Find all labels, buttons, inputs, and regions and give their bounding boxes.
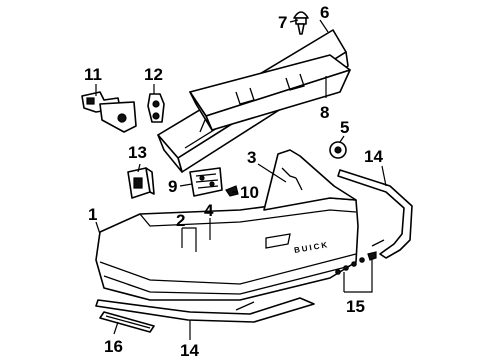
push-pin-retainer — [293, 11, 309, 35]
callout-4: 4 — [204, 201, 214, 220]
guide-bracket — [127, 167, 155, 199]
callout-5: 5 — [340, 118, 350, 137]
callout-15: 15 — [346, 297, 365, 316]
callout-16: 16 — [104, 337, 123, 356]
callout-13: 13 — [128, 143, 147, 162]
mounting-bracket-12 — [147, 93, 165, 123]
grommet — [329, 141, 347, 159]
callout-1: 1 — [88, 205, 98, 224]
lower-reflector — [99, 311, 155, 333]
fastener-kit — [335, 251, 377, 275]
callout-10: 10 — [240, 183, 259, 202]
callout-6: 6 — [320, 3, 330, 22]
leader-lines — [95, 19, 387, 340]
callout-7: 7 — [278, 13, 288, 32]
callout-12: 12 — [144, 65, 163, 84]
license-bracket — [189, 167, 223, 197]
side-molding-upper — [337, 169, 413, 259]
callout-14-lower: 14 — [180, 341, 199, 360]
callout-8: 8 — [320, 103, 330, 122]
clip — [225, 185, 239, 197]
callout-3: 3 — [247, 148, 257, 167]
lower-molding — [95, 297, 315, 323]
callout-2: 2 — [176, 211, 186, 230]
callout-11: 11 — [84, 65, 102, 84]
energy-absorber — [189, 54, 351, 131]
callout-9: 9 — [168, 177, 178, 196]
bumper-fascia — [95, 149, 359, 301]
callout-14-upper: 14 — [364, 147, 383, 166]
mounting-bracket-11 — [81, 91, 137, 133]
